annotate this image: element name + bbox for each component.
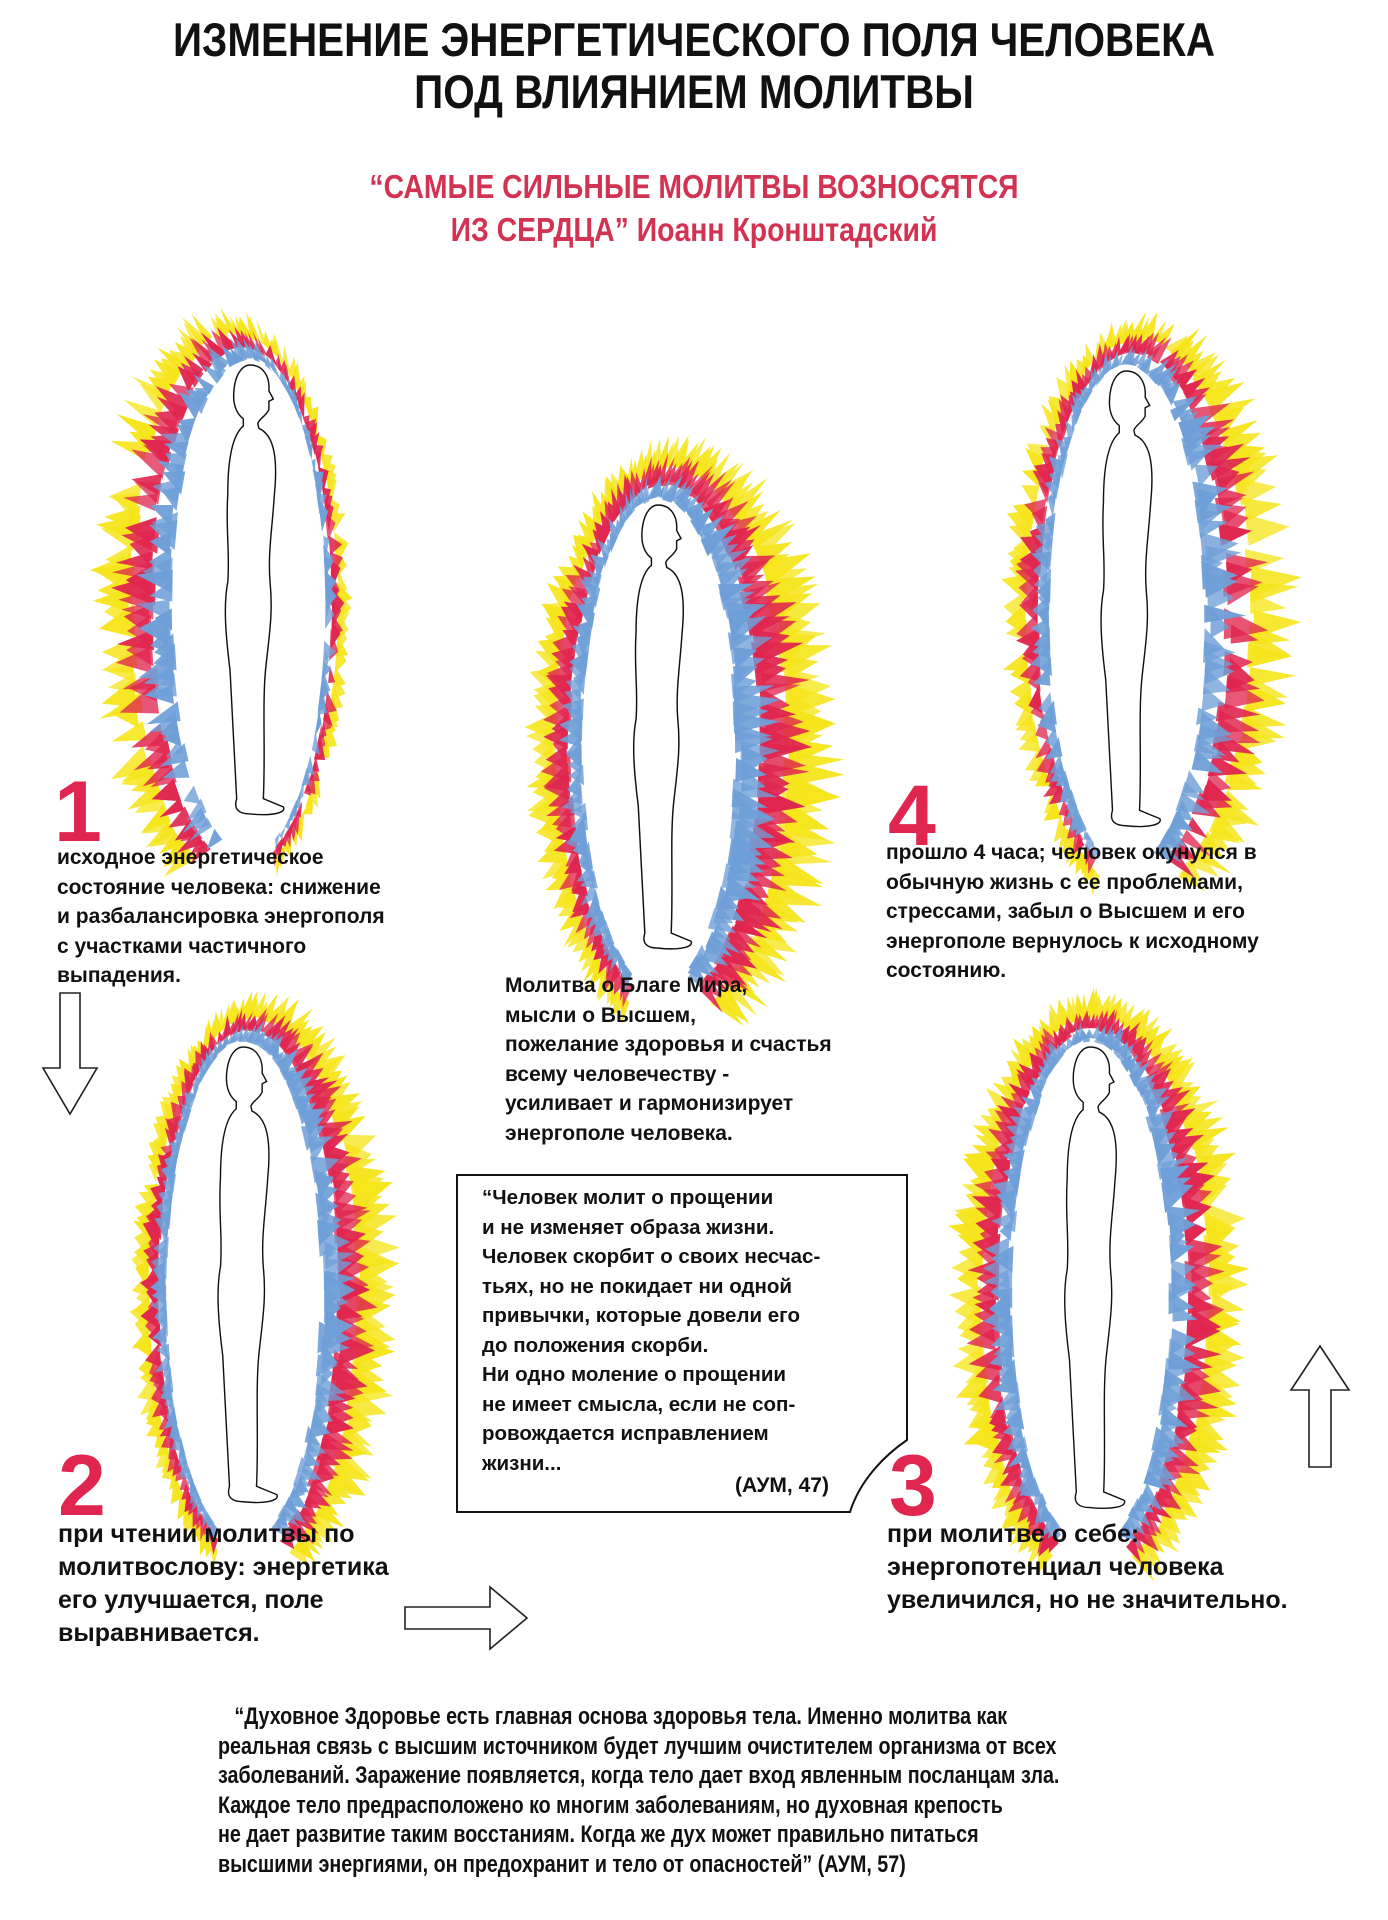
arrow-right-icon bbox=[404, 1585, 529, 1651]
figure-stage-3 bbox=[948, 987, 1250, 1582]
quote-box-frame bbox=[456, 1174, 908, 1513]
aura-layer-blue bbox=[136, 337, 337, 850]
human-silhouette bbox=[218, 1047, 277, 1502]
human-silhouette bbox=[634, 505, 692, 949]
quote-box-source: (АУМ, 47) bbox=[735, 1474, 829, 1497]
stage-caption-3: при молитве о себе: энергопотенциал чело… bbox=[887, 1520, 1288, 1614]
epigraph-line-2: ИЗ СЕРДЦА” Иоанн Кронштадский bbox=[450, 211, 938, 248]
aura-layer-blue bbox=[983, 1022, 1201, 1546]
figure-stage-4 bbox=[1001, 310, 1302, 896]
human-silhouette bbox=[1065, 1047, 1125, 1508]
figure-prayer-for-world bbox=[524, 434, 845, 1027]
page-title-line-1: ИЗМЕНЕНИЕ ЭНЕРГЕТИЧЕСКОГО ПОЛЯ ЧЕЛОВЕКА bbox=[172, 13, 1216, 66]
stage-number-2: 2 bbox=[58, 1438, 106, 1534]
stage-caption-2: при чтении молитвы по молитвослову: энер… bbox=[58, 1520, 389, 1647]
quote-box-text: “Человек молит о прощении и не изменяет … bbox=[482, 1186, 821, 1475]
figure-stage-1 bbox=[90, 307, 353, 878]
arrow-down-icon bbox=[41, 992, 99, 1116]
stage-number-1: 1 bbox=[54, 764, 102, 860]
bottom-quote: “Духовное Здоровье есть главная основа з… bbox=[218, 1703, 1060, 1878]
stage-caption-4: прошло 4 часа; человек окунулся в обычну… bbox=[886, 841, 1259, 982]
stage-number-4: 4 bbox=[888, 768, 936, 864]
human-silhouette bbox=[1101, 371, 1160, 826]
aura-layer-blue bbox=[1030, 345, 1246, 864]
stage-number-3: 3 bbox=[889, 1438, 937, 1534]
human-silhouette bbox=[225, 365, 283, 815]
aura-figures bbox=[90, 307, 1302, 1582]
aura-layer-blue bbox=[150, 1021, 356, 1542]
arrow-up-icon bbox=[1289, 1344, 1351, 1468]
figure-stage-2 bbox=[129, 990, 400, 1567]
aura-layer-blue bbox=[558, 474, 781, 993]
epigraph-line-1: “САМЫЕ СИЛЬНЫЕ МОЛИТВЫ ВОЗНОСЯТСЯ bbox=[369, 168, 1019, 205]
center-caption: Молитва о Благе Мира, мысли о Высшем, по… bbox=[505, 974, 832, 1145]
page-title-line-2: ПОД ВЛИЯНИЕМ МОЛИТВЫ bbox=[414, 65, 974, 118]
stage-caption-1: исходное энергетическое состояние челове… bbox=[57, 846, 385, 987]
